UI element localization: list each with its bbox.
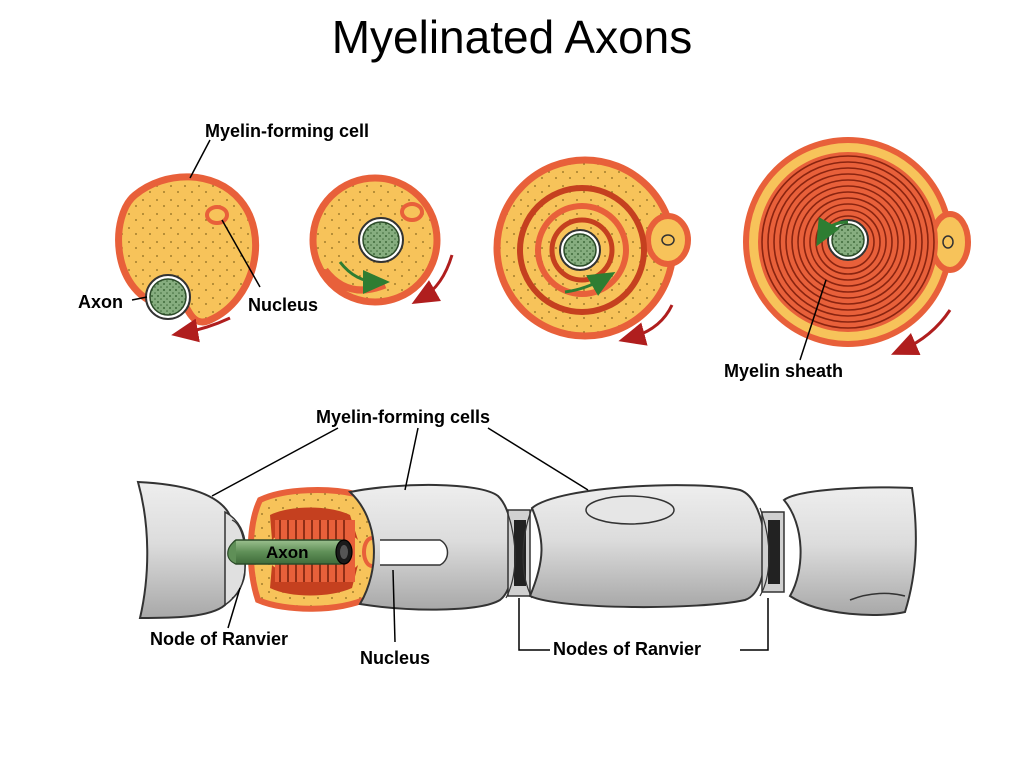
label-axon-bottom: Axon	[266, 543, 309, 562]
rotation-arrow	[618, 304, 674, 346]
node-of-ranvier-2	[759, 507, 785, 597]
rotation-arrow	[890, 309, 952, 356]
stage-1-axon	[145, 274, 191, 320]
label-myelin-sheath: Myelin sheath	[724, 361, 843, 381]
node-of-ranvier-1	[505, 507, 533, 599]
label-node-of-ranvier: Node of Ranvier	[150, 629, 288, 649]
stage-4-myelin-sheath	[743, 137, 971, 356]
label-myelin-forming-cells: Myelin-forming cells	[316, 407, 490, 427]
nucleus-bulge	[380, 539, 449, 566]
slide-title: Myelinated Axons	[331, 11, 693, 63]
label-nucleus-top: Nucleus	[248, 295, 318, 315]
green-rotation-arrow	[338, 261, 390, 294]
axon-fiber	[227, 539, 353, 565]
axon-segment-left-end	[136, 480, 237, 620]
label-nodes-of-ranvier: Nodes of Ranvier	[553, 639, 701, 659]
rotation-arrow	[171, 316, 231, 343]
stage-2-cell	[309, 174, 454, 306]
nucleus-bulge	[585, 495, 675, 525]
label-nucleus-bottom: Nucleus	[360, 648, 430, 668]
green-rotation-arrow	[816, 217, 849, 247]
axon-segment-right-end	[782, 486, 917, 616]
myelin-cell-segment-1	[347, 483, 515, 611]
rotation-arrow	[411, 254, 454, 304]
label-myelin-forming-cell: Myelin-forming cell	[205, 121, 369, 141]
stage-1-cell	[115, 173, 259, 343]
stage-3-cell	[493, 156, 691, 346]
green-rotation-arrow	[564, 271, 616, 296]
label-axon-top: Axon	[78, 292, 123, 312]
myelin-cell-segment-2	[528, 484, 767, 609]
